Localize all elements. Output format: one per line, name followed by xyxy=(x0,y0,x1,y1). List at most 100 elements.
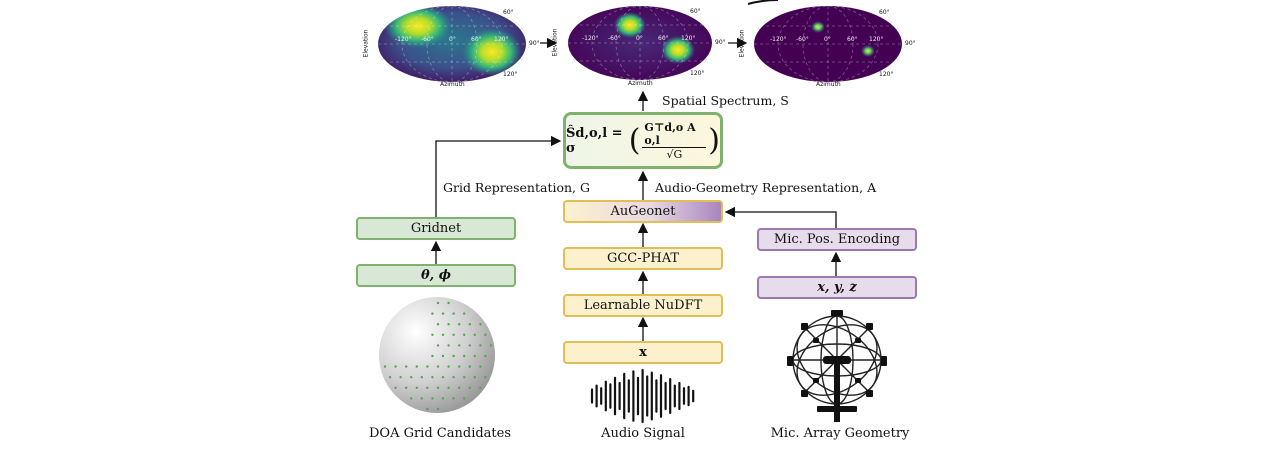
map-tick-labels: 60° -120° -60° 0° 60° 120° 90° 120° Azim… xyxy=(0,0,1275,100)
grid-dot xyxy=(431,397,434,400)
theta-phi-block: θ, ϕ xyxy=(356,264,516,287)
grid-dot xyxy=(463,397,466,400)
grid-dot xyxy=(463,333,466,336)
grid-dot xyxy=(441,312,445,315)
spectrum-map-1 xyxy=(378,6,526,82)
map1-tick-el120: 120° xyxy=(503,71,518,78)
spectrum-map-2 xyxy=(568,6,712,80)
grid-dot xyxy=(420,397,423,400)
grid-dot xyxy=(405,386,408,389)
spectrum-map-3 xyxy=(754,6,902,82)
grid-dot xyxy=(479,386,482,389)
grid-dot xyxy=(458,323,461,326)
map2-tick-azm60: -60° xyxy=(608,35,621,42)
grid-dot xyxy=(463,312,466,315)
grid-dot xyxy=(484,354,487,358)
grid-dot xyxy=(431,354,434,358)
similarity-equation-box: Ŝd,o,l = σ ( G⊤d,o A o,l √G ) xyxy=(563,112,723,169)
grid-dot xyxy=(436,301,440,305)
grid-dot xyxy=(441,354,445,358)
doa-caption: DOA Grid Candidates xyxy=(368,426,512,441)
grid-dot xyxy=(458,344,461,347)
grid-dot xyxy=(479,365,482,368)
grid-dot xyxy=(463,354,466,358)
grid-dot xyxy=(431,312,434,315)
grid-dot xyxy=(468,365,471,368)
grid-dot xyxy=(431,333,434,336)
grid-dot xyxy=(452,397,455,400)
grid-dot xyxy=(447,323,450,326)
grid-dot xyxy=(452,333,455,336)
map3-tick-el120: 120° xyxy=(879,71,894,78)
grid-dot xyxy=(405,365,408,368)
grid-dot xyxy=(436,407,440,411)
map2-tick-azm120: -120° xyxy=(582,35,599,42)
equation-numerator: G⊤d,o A o,l xyxy=(642,121,707,148)
grid-dot xyxy=(468,386,471,389)
map1-tick-azm120: -120° xyxy=(395,36,412,43)
map3-tick-az60: 60° xyxy=(847,36,858,43)
grid-dot xyxy=(479,344,482,347)
x-input-block: x xyxy=(563,341,723,364)
grid-dot xyxy=(452,312,455,315)
grid-dot xyxy=(394,365,397,368)
map2-tick-az0: 0° xyxy=(636,35,643,42)
grid-dot xyxy=(420,376,423,379)
gridnet-block: Gridnet xyxy=(356,217,516,240)
map3-tick-azm60: -60° xyxy=(796,36,809,43)
gcc-phat-block: GCC-PHAT xyxy=(563,247,723,270)
grid-dot xyxy=(436,386,440,389)
map1-axis-y: Elevation xyxy=(362,29,370,58)
grid-dot xyxy=(394,386,397,389)
equation-paren-right: ) xyxy=(708,122,720,158)
map3-tick-el60: 60° xyxy=(879,9,890,16)
doa-grid-sphere xyxy=(379,297,495,413)
map2-tick-el90: 90° xyxy=(715,39,726,46)
grid-dot xyxy=(463,376,466,379)
grid-dot xyxy=(441,333,445,336)
grid-dot xyxy=(383,365,387,368)
grid-dot xyxy=(484,333,487,336)
grid-dot xyxy=(458,365,461,368)
equation-denominator: √G xyxy=(666,147,683,161)
spatial-spectrum-label: Spatial Spectrum, S xyxy=(662,93,789,108)
arrow-micpos-to-augeonet xyxy=(724,206,837,228)
map2-tick-el60: 60° xyxy=(690,8,701,15)
spatial-spectrum-maps xyxy=(378,6,902,82)
grid-dot xyxy=(426,407,429,411)
map1-tick-el60: 60° xyxy=(503,9,514,16)
grid-representation-label: Grid Representation, G xyxy=(443,180,590,195)
arrow-gridnet-to-equation xyxy=(435,135,562,217)
grid-dot xyxy=(426,386,429,389)
map3-tick-el90: 90° xyxy=(905,40,916,47)
audio-geometry-label: Audio-Geometry Representation, A xyxy=(655,180,877,195)
map3-tick-azm120: -120° xyxy=(770,36,787,43)
grid-dot xyxy=(489,344,493,347)
map3-axis-y: Elevation xyxy=(738,29,746,58)
grid-dot xyxy=(441,397,445,400)
grid-dot xyxy=(484,376,487,379)
grid-dot xyxy=(415,365,418,368)
map1-axis-x: Azimuth xyxy=(440,81,465,88)
map1-tick-az60: 60° xyxy=(471,36,482,43)
mic-array-caption: Mic. Array Geometry xyxy=(770,426,910,441)
map3-tick-az120: 120° xyxy=(869,36,884,43)
xyz-block: x, y, z xyxy=(757,276,917,299)
grid-dot xyxy=(399,376,402,379)
grid-dot xyxy=(388,376,392,379)
equation-lhs: Ŝd,o,l = σ xyxy=(566,125,623,156)
augeonet-block: AuGeonet xyxy=(563,200,723,223)
map1-tick-el90: 90° xyxy=(529,40,540,47)
nudft-block: Learnable NuDFT xyxy=(563,294,723,317)
grid-dot xyxy=(479,323,482,326)
map2-tick-el120: 120° xyxy=(690,70,705,77)
grid-dot xyxy=(458,386,461,389)
grid-dot xyxy=(447,301,450,305)
equation-paren-left: ( xyxy=(628,122,641,158)
grid-dot xyxy=(410,376,413,379)
grid-dot xyxy=(436,344,440,347)
grid-dot xyxy=(436,323,440,326)
grid-dot xyxy=(441,376,445,379)
map1-tick-azm60: -60° xyxy=(421,36,434,43)
